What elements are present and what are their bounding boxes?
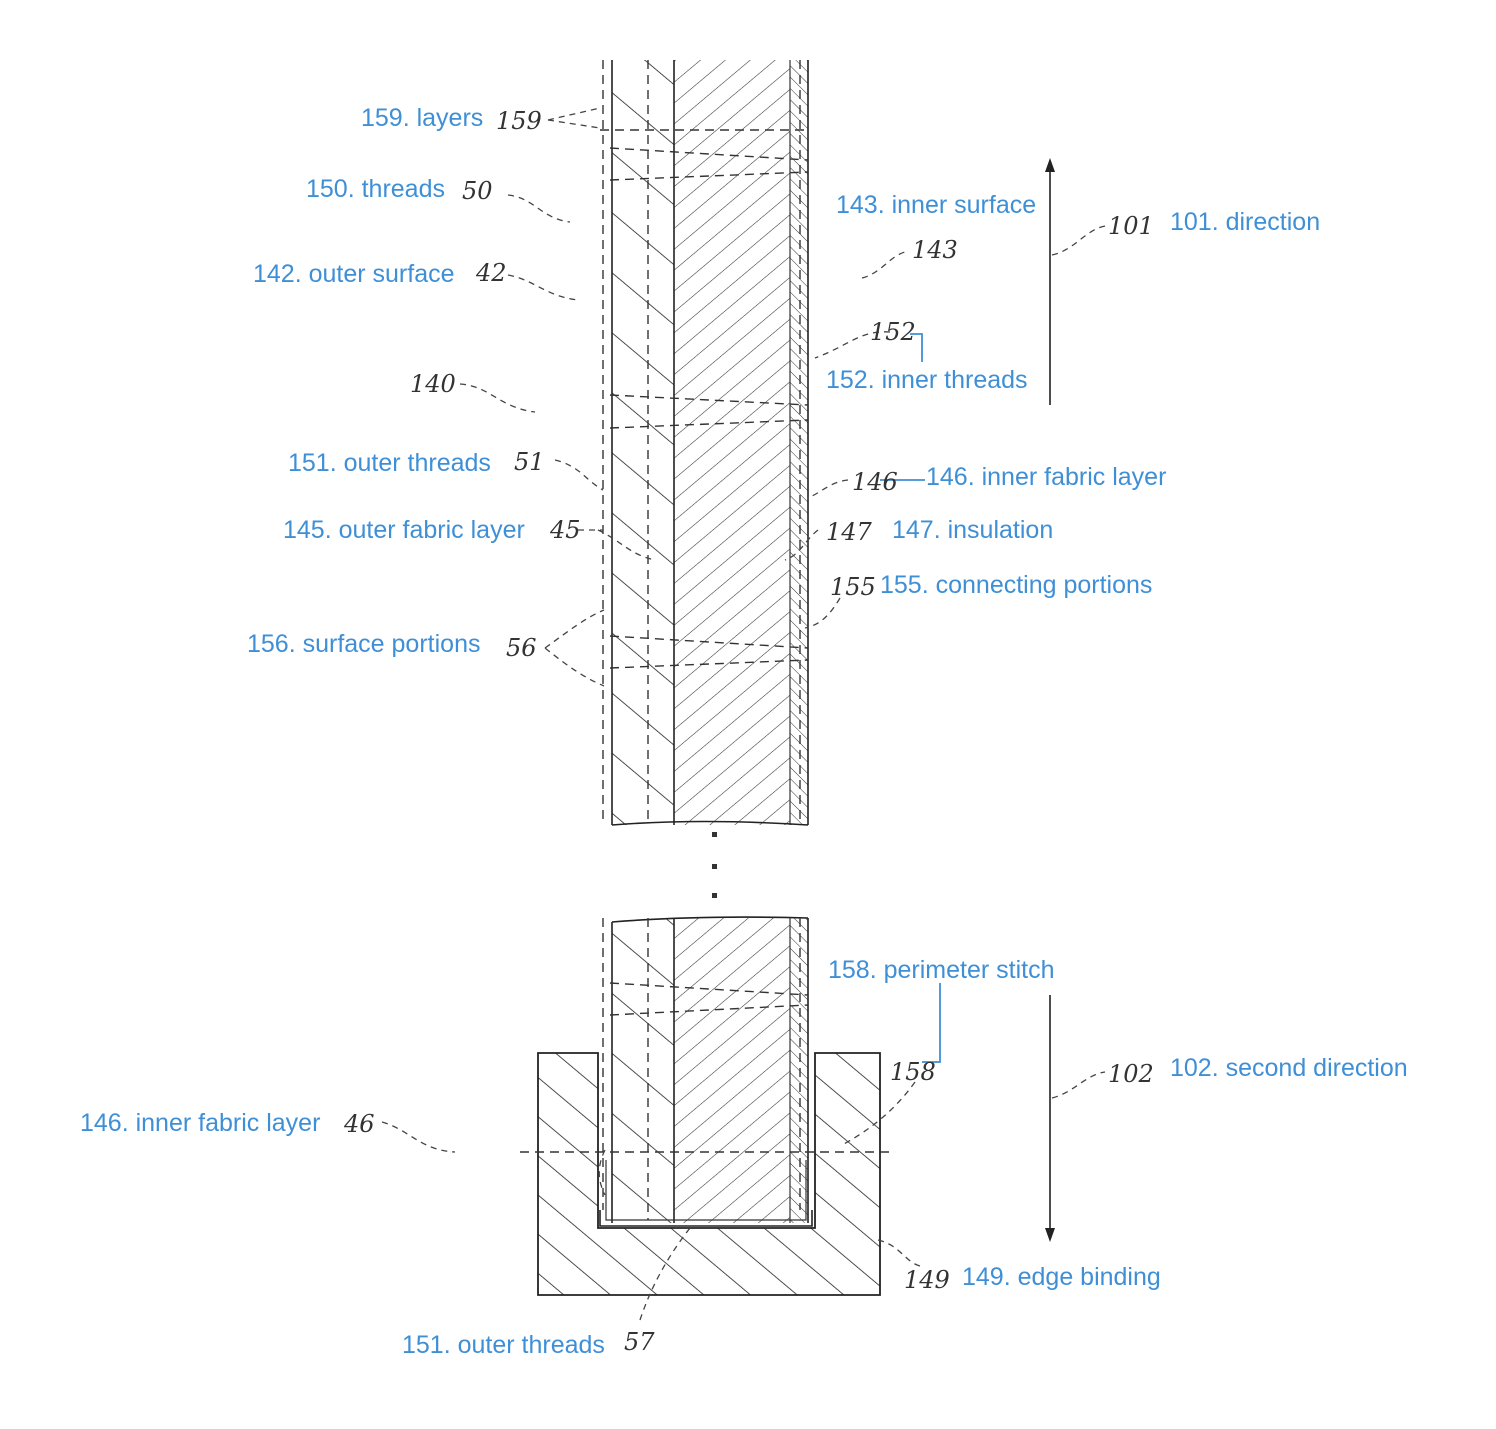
label-155-connecting-portions: 155. connecting portions xyxy=(880,571,1152,599)
leader-lines xyxy=(381,107,921,1321)
ref-152: 152 xyxy=(870,318,916,346)
ref-158: 158 xyxy=(890,1058,936,1086)
ref-140: 140 xyxy=(410,370,456,398)
label-101-direction: 101. direction xyxy=(1170,208,1320,236)
reference-numerals: 159 50 42 143 101 152 140 51 146 45 147 … xyxy=(343,107,1154,1356)
label-152-inner-threads: 152. inner threads xyxy=(826,366,1028,394)
label-145-outer-fabric-layer: 145. outer fabric layer xyxy=(283,516,525,544)
ref-146-lower: 46 xyxy=(343,1110,375,1138)
inner-fabric-layer-lower xyxy=(790,918,808,1223)
ref-156: 56 xyxy=(506,634,537,662)
insulation-lower xyxy=(674,918,790,1223)
ref-147: 147 xyxy=(826,518,873,546)
label-159-layers: 159. layers xyxy=(361,104,483,132)
label-149-edge-binding: 149. edge binding xyxy=(962,1263,1161,1291)
ref-151-upper: 51 xyxy=(514,448,545,476)
ref-150: 50 xyxy=(462,177,493,205)
label-151-outer-threads-upper: 151. outer threads xyxy=(288,449,491,477)
break-dots xyxy=(712,832,717,898)
ref-149: 149 xyxy=(904,1266,950,1294)
ref-155: 155 xyxy=(830,573,876,601)
direction-102-arrow xyxy=(1045,995,1106,1242)
label-156-surface-portions: 156. surface portions xyxy=(247,630,480,658)
ref-101: 101 xyxy=(1108,212,1154,240)
ref-145: 45 xyxy=(549,516,581,544)
ref-146-upper: 146 xyxy=(852,468,898,496)
ref-142: 42 xyxy=(475,259,507,287)
direction-101-arrow xyxy=(1045,158,1106,405)
label-147-insulation: 147. insulation xyxy=(892,516,1053,544)
insulation-region xyxy=(674,60,790,825)
label-150-threads: 150. threads xyxy=(306,175,445,203)
inner-fabric-layer-region xyxy=(790,60,808,825)
blue-connector-lines xyxy=(880,333,941,1063)
outer-fabric-layer-region xyxy=(612,60,674,825)
upper-panel-section xyxy=(600,60,809,826)
edge-binding-region xyxy=(537,1052,881,1296)
annotation-labels: 159. layers 150. threads 142. outer surf… xyxy=(80,104,1408,1359)
label-146-inner-fabric-layer-upper: 146. inner fabric layer xyxy=(926,463,1166,491)
label-142-outer-surface: 142. outer surface xyxy=(253,260,455,288)
outer-fabric-layer-lower xyxy=(612,918,674,1223)
label-158-perimeter-stitch: 158. perimeter stitch xyxy=(828,956,1055,984)
ref-143: 143 xyxy=(912,236,958,264)
label-151-outer-threads-lower: 151. outer threads xyxy=(402,1331,605,1359)
ref-157: 57 xyxy=(624,1328,655,1356)
lower-panel-section xyxy=(520,916,890,1296)
label-146-inner-fabric-layer-lower: 146. inner fabric layer xyxy=(80,1109,320,1137)
label-143-inner-surface: 143. inner surface xyxy=(836,191,1036,219)
ref-159: 159 xyxy=(496,107,542,135)
label-102-second-direction: 102. second direction xyxy=(1170,1054,1408,1082)
ref-102: 102 xyxy=(1108,1060,1154,1088)
